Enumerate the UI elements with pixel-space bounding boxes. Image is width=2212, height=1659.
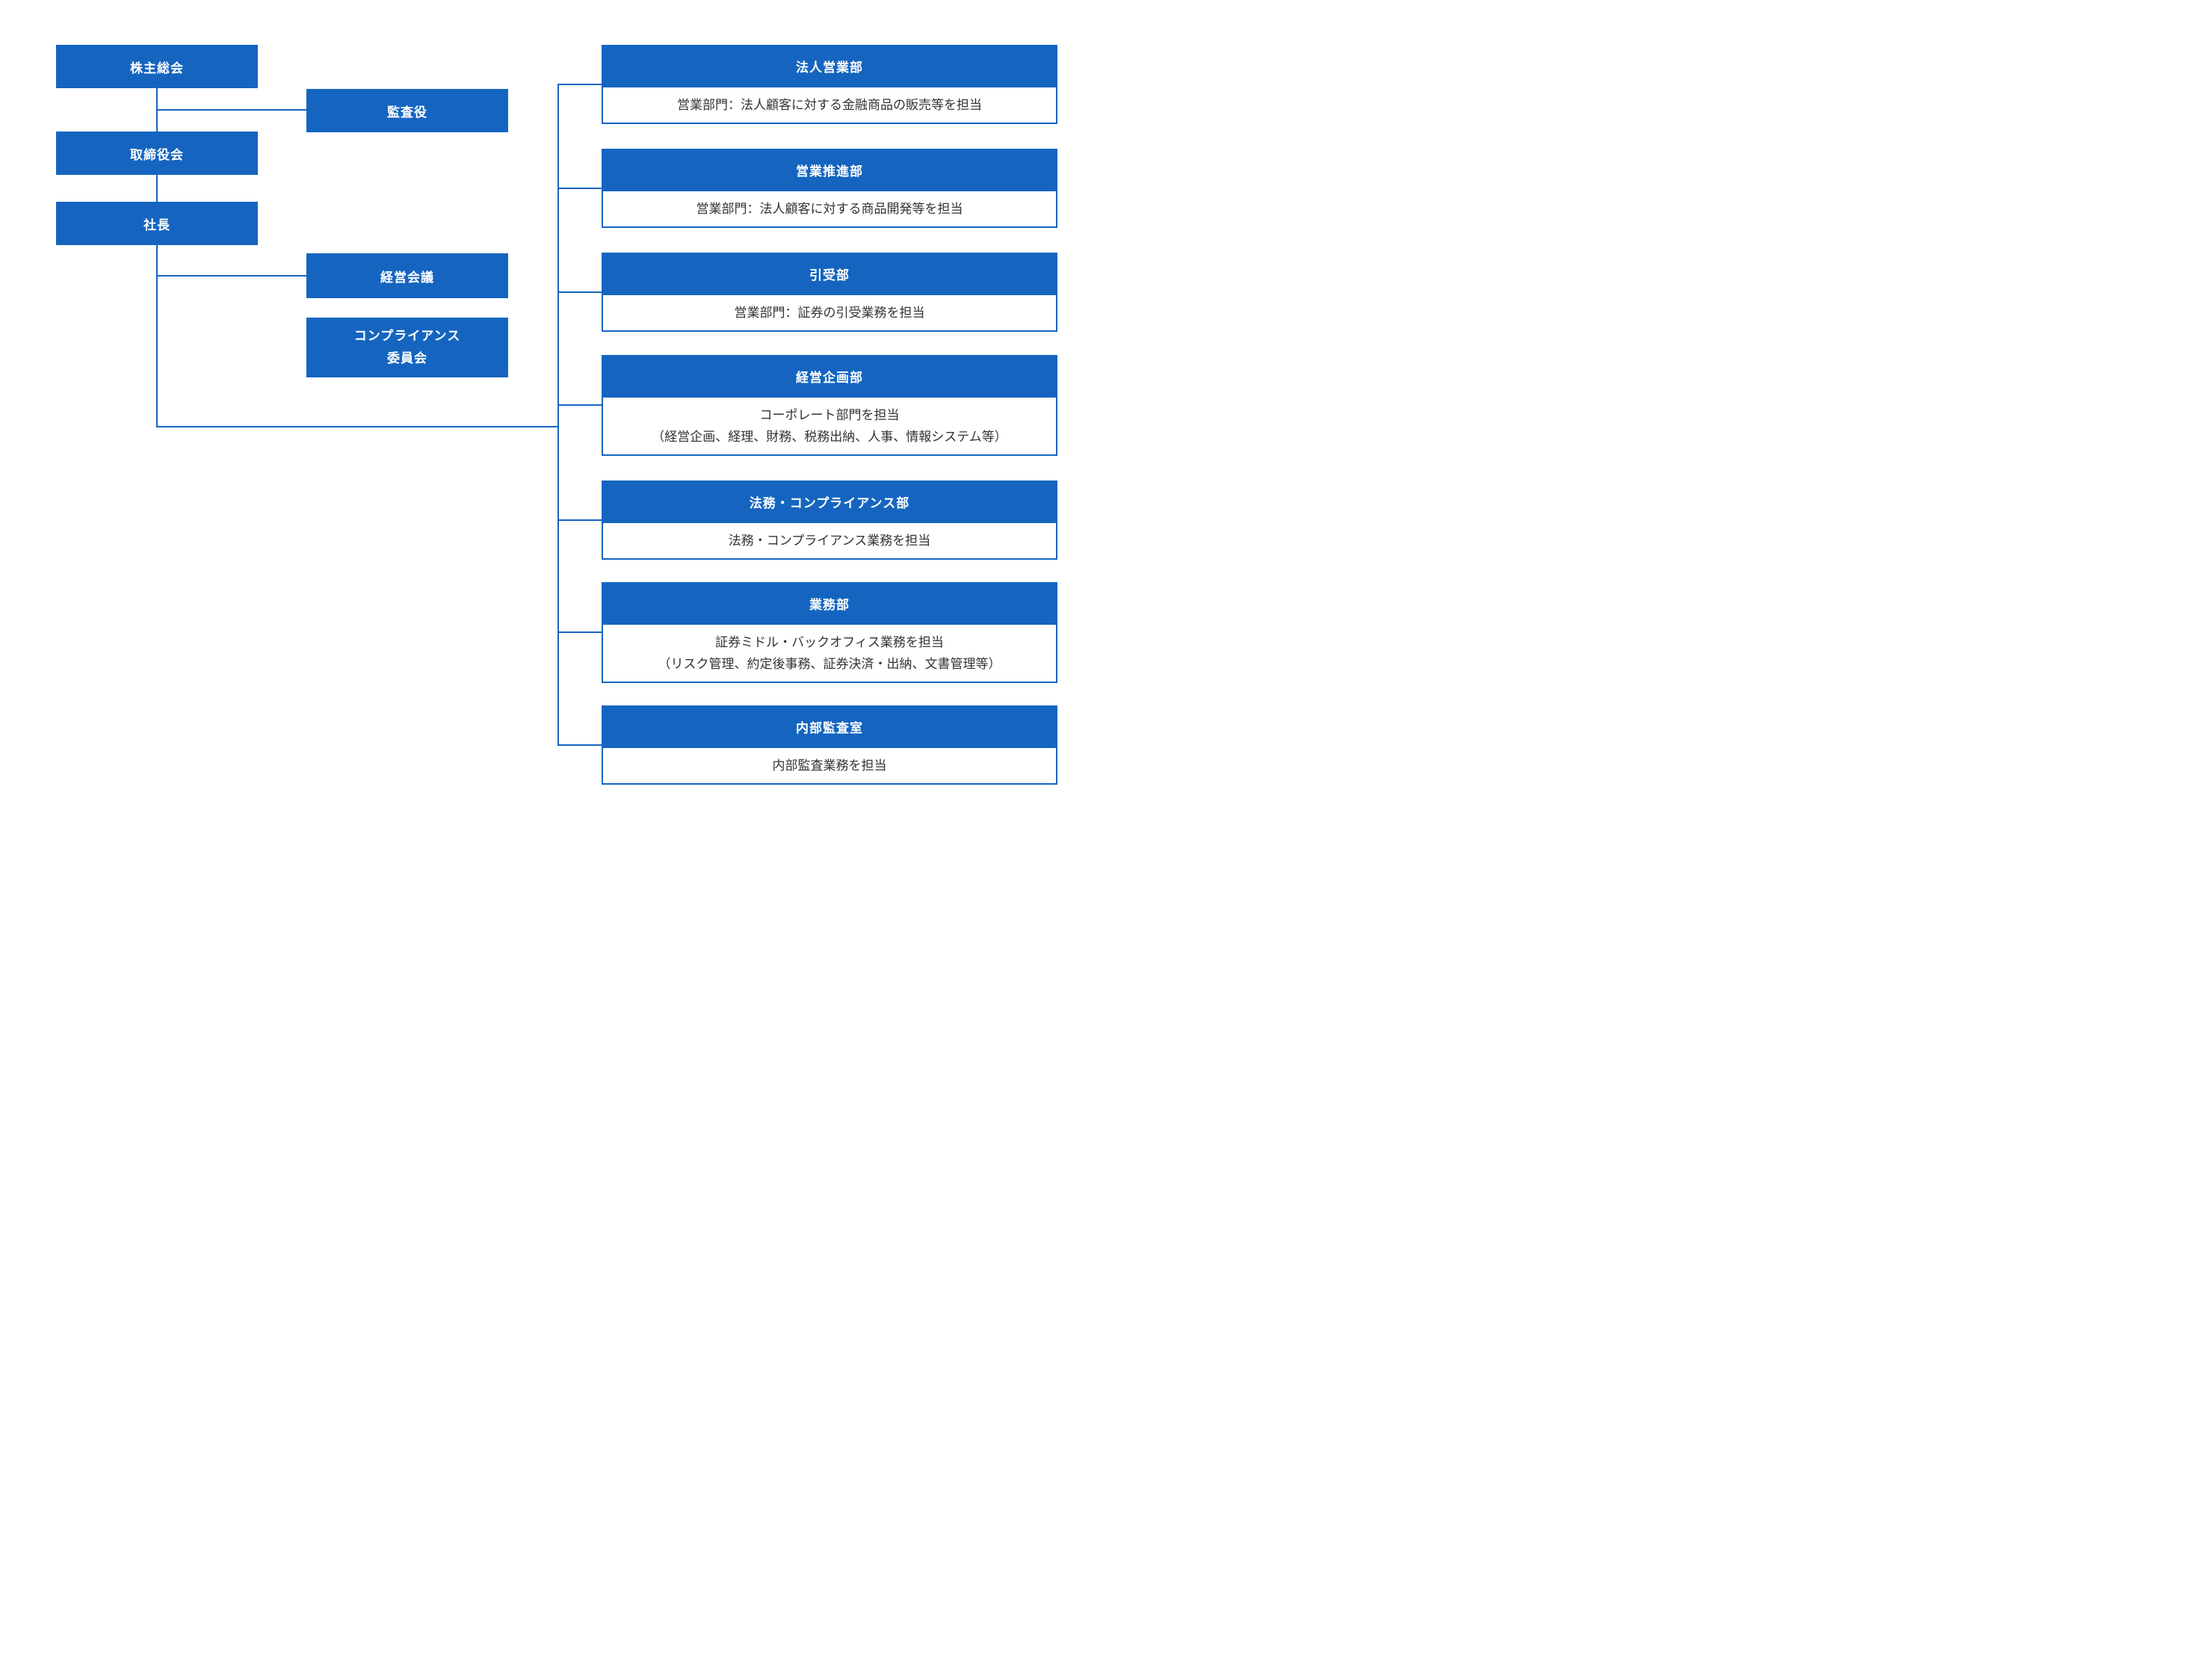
- card-underwriting-body: 営業部門：証券の引受業務を担当: [602, 295, 1057, 332]
- card-operations-desc-line1: 証券ミドル・バックオフィス業務を担当: [715, 635, 944, 649]
- card-underwriting-desc: 営業部門：証券の引受業務を担当: [734, 306, 925, 320]
- card-corporate-sales-body: 営業部門：法人顧客に対する金融商品の販売等を担当: [602, 87, 1057, 124]
- card-sales-promotion-dept: 営業推進部 営業部門：法人顧客に対する商品開発等を担当: [602, 149, 1057, 228]
- card-internal-audit-desc: 内部監査業務を担当: [772, 759, 887, 773]
- card-internal-audit-body: 内部監査業務を担当: [602, 748, 1057, 785]
- box-president-label: 社長: [143, 217, 170, 232]
- card-operations-header: 業務部: [602, 582, 1057, 625]
- card-corporate-sales-desc: 営業部門：法人顧客に対する金融商品の販売等を担当: [677, 98, 982, 112]
- card-sales-promotion-name: 営業推進部: [796, 164, 863, 179]
- card-underwriting-dept: 引受部 営業部門：証券の引受業務を担当: [602, 253, 1057, 332]
- connector-trunk: [557, 84, 559, 745]
- card-legal-compliance-desc: 法務・コンプライアンス業務を担当: [728, 534, 931, 548]
- connector-stub-legal-compliance: [557, 519, 602, 521]
- connector-stub-sales-promotion: [557, 188, 602, 189]
- card-corporate-sales-header: 法人営業部: [602, 45, 1057, 87]
- box-shareholders-label: 株主総会: [130, 61, 184, 75]
- card-operations-desc-line2: （リスク管理、約定後事務、証券決済・出納、文書管理等）: [658, 657, 1001, 671]
- card-corporate-planning-dept: 経営企画部 コーポレート部門を担当 （経営企画、経理、財務、税務出納、人事、情報…: [602, 355, 1057, 456]
- card-corporate-planning-name: 経営企画部: [796, 371, 863, 385]
- box-compliance-label-line2: 委員会: [387, 351, 427, 365]
- box-board-of-directors: 取締役会: [56, 132, 258, 175]
- connector-stub-underwriting: [557, 291, 602, 293]
- box-compliance-committee: コンプライアンス 委員会: [306, 318, 508, 377]
- connector-stub-corporate-planning: [557, 404, 602, 406]
- connector-stub-operations: [557, 631, 602, 633]
- card-legal-compliance-header: 法務・コンプライアンス部: [602, 481, 1057, 523]
- org-chart: 株主総会 監査役 取締役会 社長 経営会議 コンプライアンス 委員会 法人営業部…: [0, 0, 1106, 830]
- card-internal-audit-name: 内部監査室: [796, 721, 863, 735]
- card-operations-dept: 業務部 証券ミドル・バックオフィス業務を担当 （リスク管理、約定後事務、証券決済…: [602, 582, 1057, 683]
- card-underwriting-name: 引受部: [809, 268, 850, 282]
- card-internal-audit-header: 内部監査室: [602, 705, 1057, 748]
- box-management-meeting: 経営会議: [306, 253, 508, 298]
- card-sales-promotion-desc: 営業部門：法人顧客に対する商品開発等を担当: [696, 202, 963, 216]
- card-legal-compliance-body: 法務・コンプライアンス業務を担当: [602, 523, 1057, 560]
- connector-auditor: [156, 109, 306, 111]
- connector-president-down: [156, 245, 158, 427]
- box-shareholders-meeting: 株主総会: [56, 45, 258, 88]
- card-operations-name: 業務部: [809, 598, 850, 612]
- card-legal-compliance-dept: 法務・コンプライアンス部 法務・コンプライアンス業務を担当: [602, 481, 1057, 560]
- card-legal-compliance-name: 法務・コンプライアンス部: [749, 496, 910, 510]
- card-corporate-planning-desc-line2: （経営企画、経理、財務、税務出納、人事、情報システム等）: [652, 430, 1007, 444]
- card-internal-audit-office: 内部監査室 内部監査業務を担当: [602, 705, 1057, 785]
- connector-stub-internal-audit: [557, 744, 602, 746]
- card-operations-body: 証券ミドル・バックオフィス業務を担当 （リスク管理、約定後事務、証券決済・出納、…: [602, 625, 1057, 683]
- card-sales-promotion-body: 営業部門：法人顧客に対する商品開発等を担当: [602, 191, 1057, 228]
- card-underwriting-header: 引受部: [602, 253, 1057, 295]
- connector-board-president: [156, 175, 158, 202]
- card-corporate-planning-body: コーポレート部門を担当 （経営企画、経理、財務、税務出納、人事、情報システム等）: [602, 398, 1057, 456]
- card-sales-promotion-header: 営業推進部: [602, 149, 1057, 191]
- box-auditor: 監査役: [306, 89, 508, 132]
- connector-management-meeting: [156, 275, 306, 276]
- box-compliance-label-line1: コンプライアンス: [353, 329, 461, 343]
- box-auditor-label: 監査役: [387, 105, 427, 120]
- connector-president-to-trunk: [156, 426, 559, 427]
- box-meeting-label: 経営会議: [380, 270, 434, 285]
- card-corporate-sales-name: 法人営業部: [796, 61, 863, 75]
- card-corporate-planning-desc-line1: コーポレート部門を担当: [759, 408, 900, 422]
- card-corporate-sales-dept: 法人営業部 営業部門：法人顧客に対する金融商品の販売等を担当: [602, 45, 1057, 124]
- card-corporate-planning-header: 経営企画部: [602, 355, 1057, 398]
- box-board-label: 取締役会: [130, 147, 184, 162]
- connector-stub-corporate-sales: [557, 84, 602, 85]
- box-president: 社長: [56, 202, 258, 245]
